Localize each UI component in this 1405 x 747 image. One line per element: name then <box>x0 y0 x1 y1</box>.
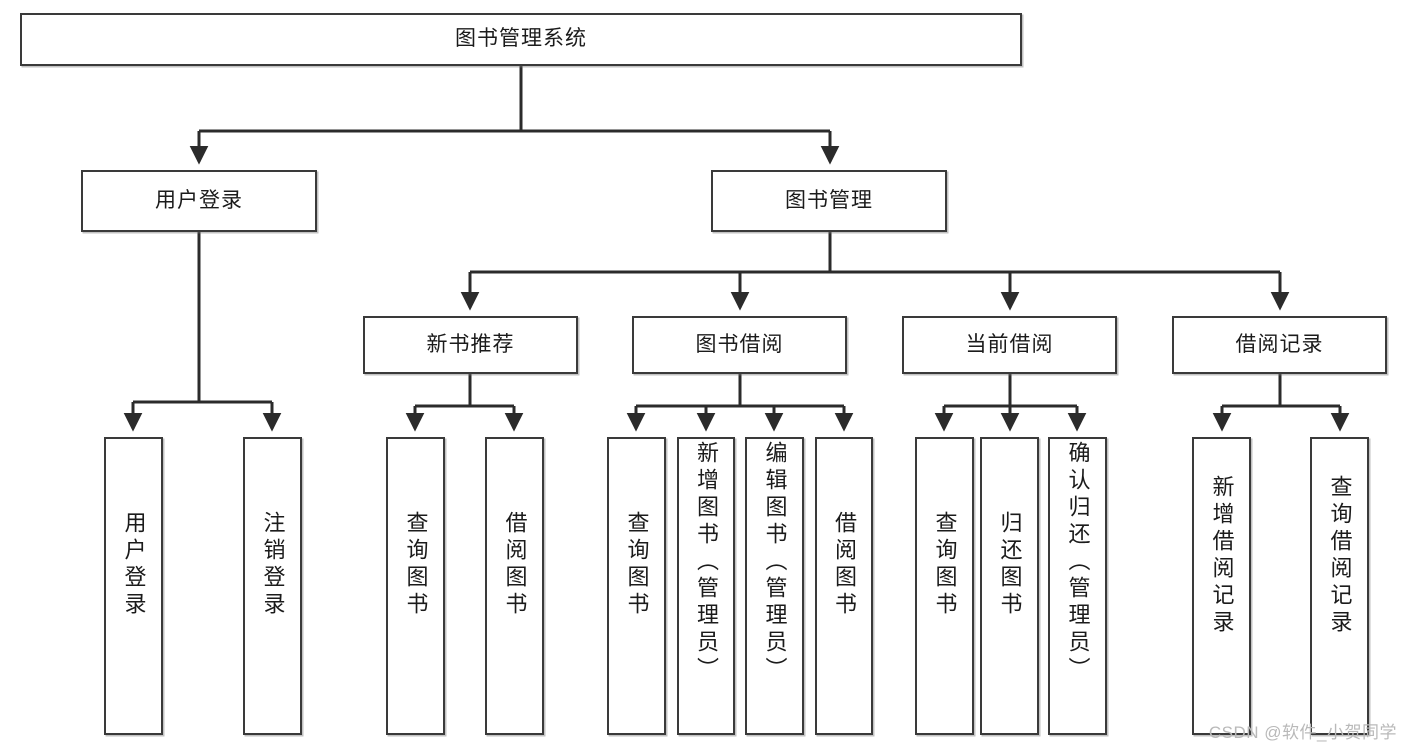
node-label: 借阅图书 <box>502 511 528 619</box>
node-label: 注销登录 <box>260 511 286 619</box>
leaf-query-borrow-record[interactable]: 查询借阅记录 <box>1310 437 1369 735</box>
watermark-text: CSDN @软件_小贺同学 <box>1208 723 1397 742</box>
node-root-system[interactable]: 图书管理系统 <box>20 13 1022 66</box>
node-book-borrow[interactable]: 图书借阅 <box>632 316 847 374</box>
node-label: 新增借阅记录 <box>1209 475 1235 637</box>
node-label: 图书管理 <box>785 188 873 212</box>
node-label: 查询借阅记录 <box>1327 475 1353 637</box>
leaf-user-login[interactable]: 用户登录 <box>104 437 163 735</box>
leaf-add-book-admin[interactable]: 新增图书（管理员） <box>677 437 735 735</box>
node-label: 当前借阅 <box>965 332 1054 356</box>
leaf-borrow-book-recommend[interactable]: 借阅图书 <box>485 437 544 735</box>
node-current-borrow[interactable]: 当前借阅 <box>902 316 1117 374</box>
leaf-query-book-current[interactable]: 查询图书 <box>915 437 974 735</box>
node-label: 归还图书 <box>997 511 1023 619</box>
leaf-confirm-return-admin[interactable]: 确认归还（管理员） <box>1048 437 1107 735</box>
leaf-query-book-recommend[interactable]: 查询图书 <box>386 437 445 735</box>
leaf-edit-book-admin[interactable]: 编辑图书（管理员） <box>745 437 804 735</box>
leaf-add-borrow-record[interactable]: 新增借阅记录 <box>1192 437 1251 735</box>
node-label: 查询图书 <box>932 511 958 619</box>
node-label: 借阅记录 <box>1235 332 1324 356</box>
node-label: 查询图书 <box>624 511 650 619</box>
leaf-logout[interactable]: 注销登录 <box>243 437 302 735</box>
node-label: 确认归还（管理员） <box>1065 441 1091 684</box>
node-label: 用户登录 <box>155 188 243 212</box>
node-label: 图书借阅 <box>695 332 784 356</box>
node-label: 查询图书 <box>403 511 429 619</box>
node-user-login[interactable]: 用户登录 <box>81 170 317 232</box>
node-label: 新书推荐 <box>426 332 515 356</box>
node-label: 图书管理系统 <box>455 27 587 51</box>
node-label: 编辑图书（管理员） <box>762 441 788 684</box>
node-label: 借阅图书 <box>832 511 857 619</box>
node-label: 用户登录 <box>121 511 147 619</box>
leaf-borrow-book[interactable]: 借阅图书 <box>815 437 873 735</box>
leaf-query-book-borrow[interactable]: 查询图书 <box>607 437 666 735</box>
node-new-book-recommend[interactable]: 新书推荐 <box>363 316 578 374</box>
node-borrow-record[interactable]: 借阅记录 <box>1172 316 1387 374</box>
node-book-management[interactable]: 图书管理 <box>711 170 947 232</box>
leaf-return-book[interactable]: 归还图书 <box>980 437 1039 735</box>
node-label: 新增图书（管理员） <box>694 441 719 684</box>
